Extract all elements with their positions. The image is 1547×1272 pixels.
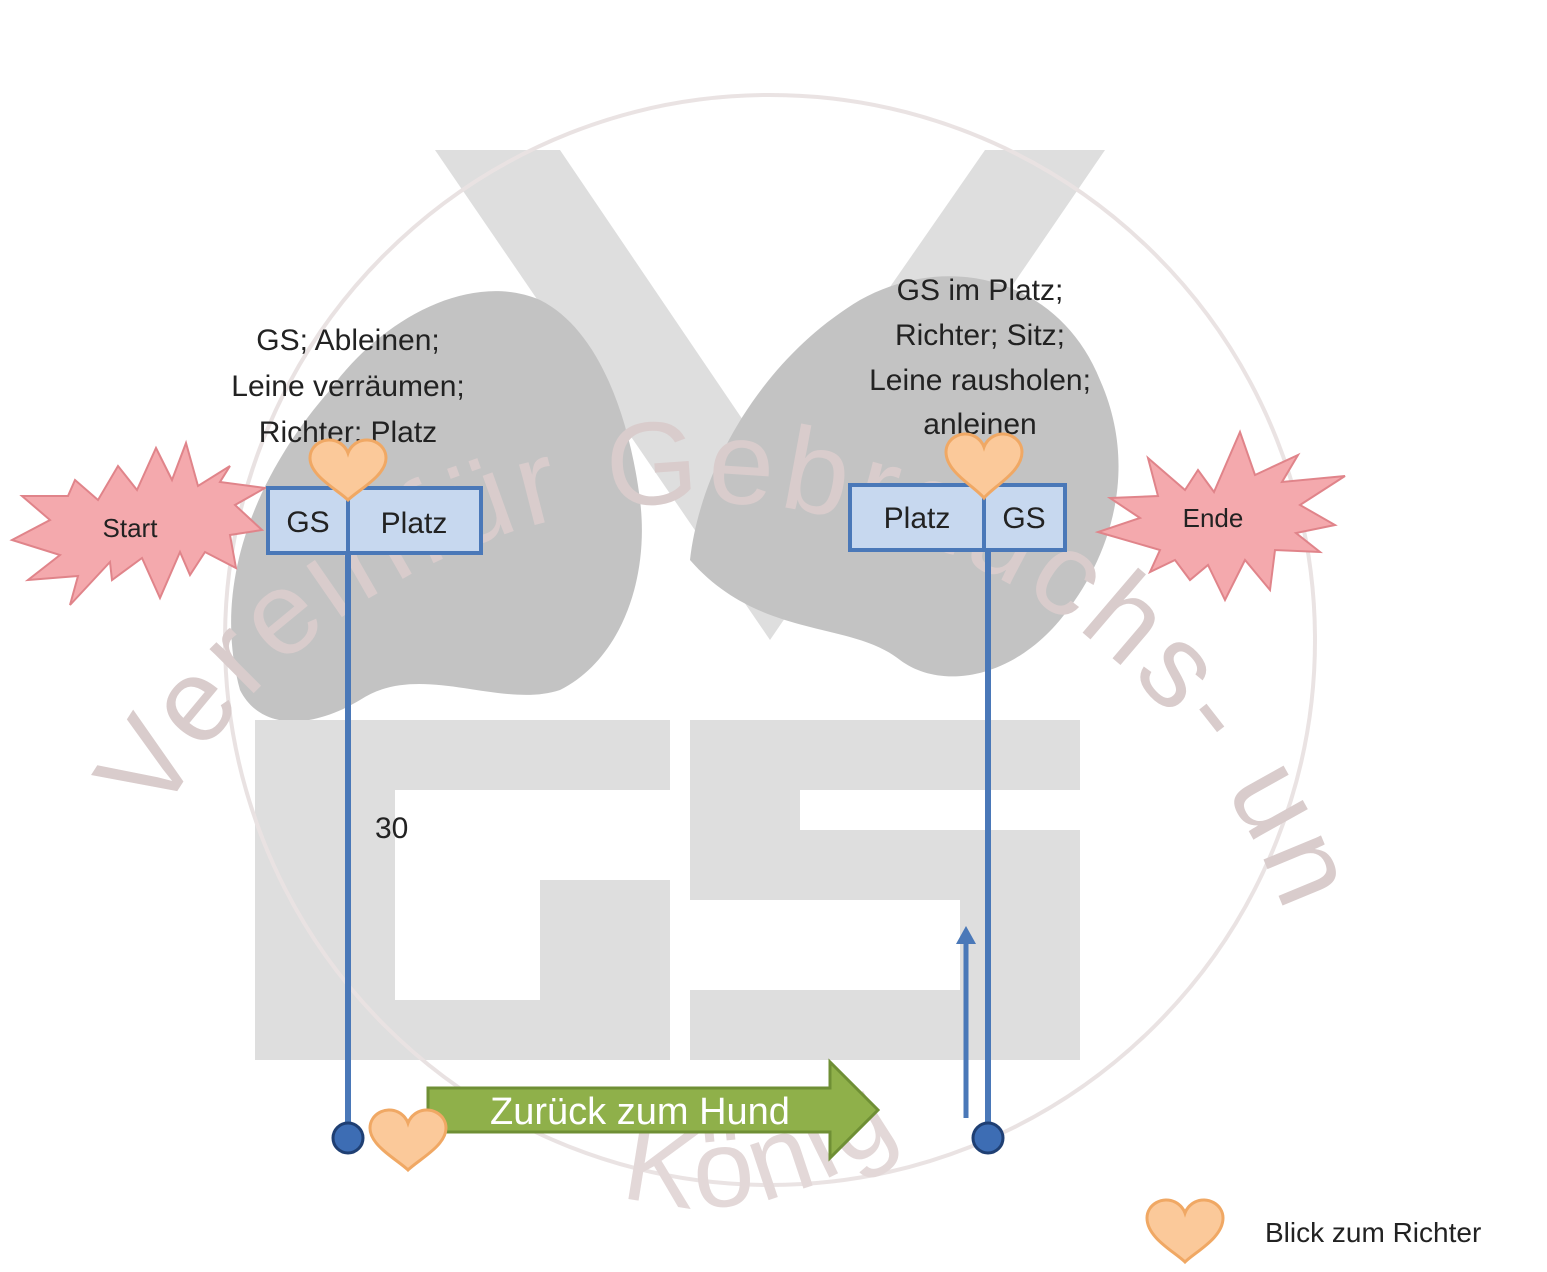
start-burst: Start	[9, 439, 269, 606]
end-note-line: Leine rausholen;	[869, 364, 1091, 397]
start-note-line: Richter; Platz	[259, 416, 437, 449]
end-box-right-label: GS	[1002, 502, 1045, 535]
heart-icon	[308, 438, 388, 503]
start-box-right-cell	[346, 486, 483, 555]
start-box-right-label: Platz	[381, 507, 448, 540]
end-note-line: anleinen	[923, 408, 1036, 441]
return-to-dog-arrow: Zurück zum Hund	[426, 1058, 881, 1162]
end-box-left-cell	[848, 483, 986, 552]
heart-icon	[1145, 1198, 1225, 1265]
right-end-dot	[971, 1121, 1005, 1155]
start-note: GS; Ableinen; Leine verräumen; Richter; …	[231, 324, 464, 449]
start-note-line: Leine verräumen;	[231, 370, 464, 403]
heart-icon	[944, 432, 1024, 501]
return-up-arrow-head	[956, 926, 976, 944]
start-position-box: GS Platz	[266, 486, 483, 555]
watermark-letter-s	[690, 720, 1080, 1060]
return-arrow-label: Zurück zum Hund	[490, 1091, 790, 1133]
heart-icon	[368, 1108, 448, 1173]
end-box-right-cell	[982, 483, 1067, 552]
return-arrow-shape	[426, 1058, 881, 1162]
end-burst-shape	[1094, 429, 1346, 603]
end-note-line: Richter; Sitz;	[895, 319, 1065, 352]
watermark-logo	[223, 93, 1317, 1187]
watermark-letter-g	[255, 720, 670, 1060]
distance-label: 30	[375, 812, 408, 845]
watermark-ring	[223, 93, 1317, 1187]
end-position-box: Platz GS	[848, 483, 1067, 552]
end-note-line: GS im Platz;	[897, 274, 1064, 307]
start-burst-shape	[9, 439, 269, 606]
start-box-left-cell	[266, 486, 350, 555]
end-burst: Ende	[1094, 429, 1346, 603]
start-box-left-label: GS	[286, 506, 329, 539]
end-label: Ende	[1183, 503, 1244, 533]
legend: Blick zum Richter	[1145, 1198, 1481, 1265]
end-box-left-label: Platz	[884, 502, 951, 535]
end-note: GS im Platz; Richter; Sitz; Leine rausho…	[869, 274, 1091, 441]
watermark-v-shape	[435, 150, 1105, 640]
left-end-dot	[331, 1121, 365, 1155]
start-note-line: GS; Ableinen;	[256, 324, 439, 357]
watermark-right-dog	[690, 276, 1119, 677]
legend-label: Blick zum Richter	[1265, 1217, 1481, 1248]
start-label: Start	[103, 513, 159, 543]
